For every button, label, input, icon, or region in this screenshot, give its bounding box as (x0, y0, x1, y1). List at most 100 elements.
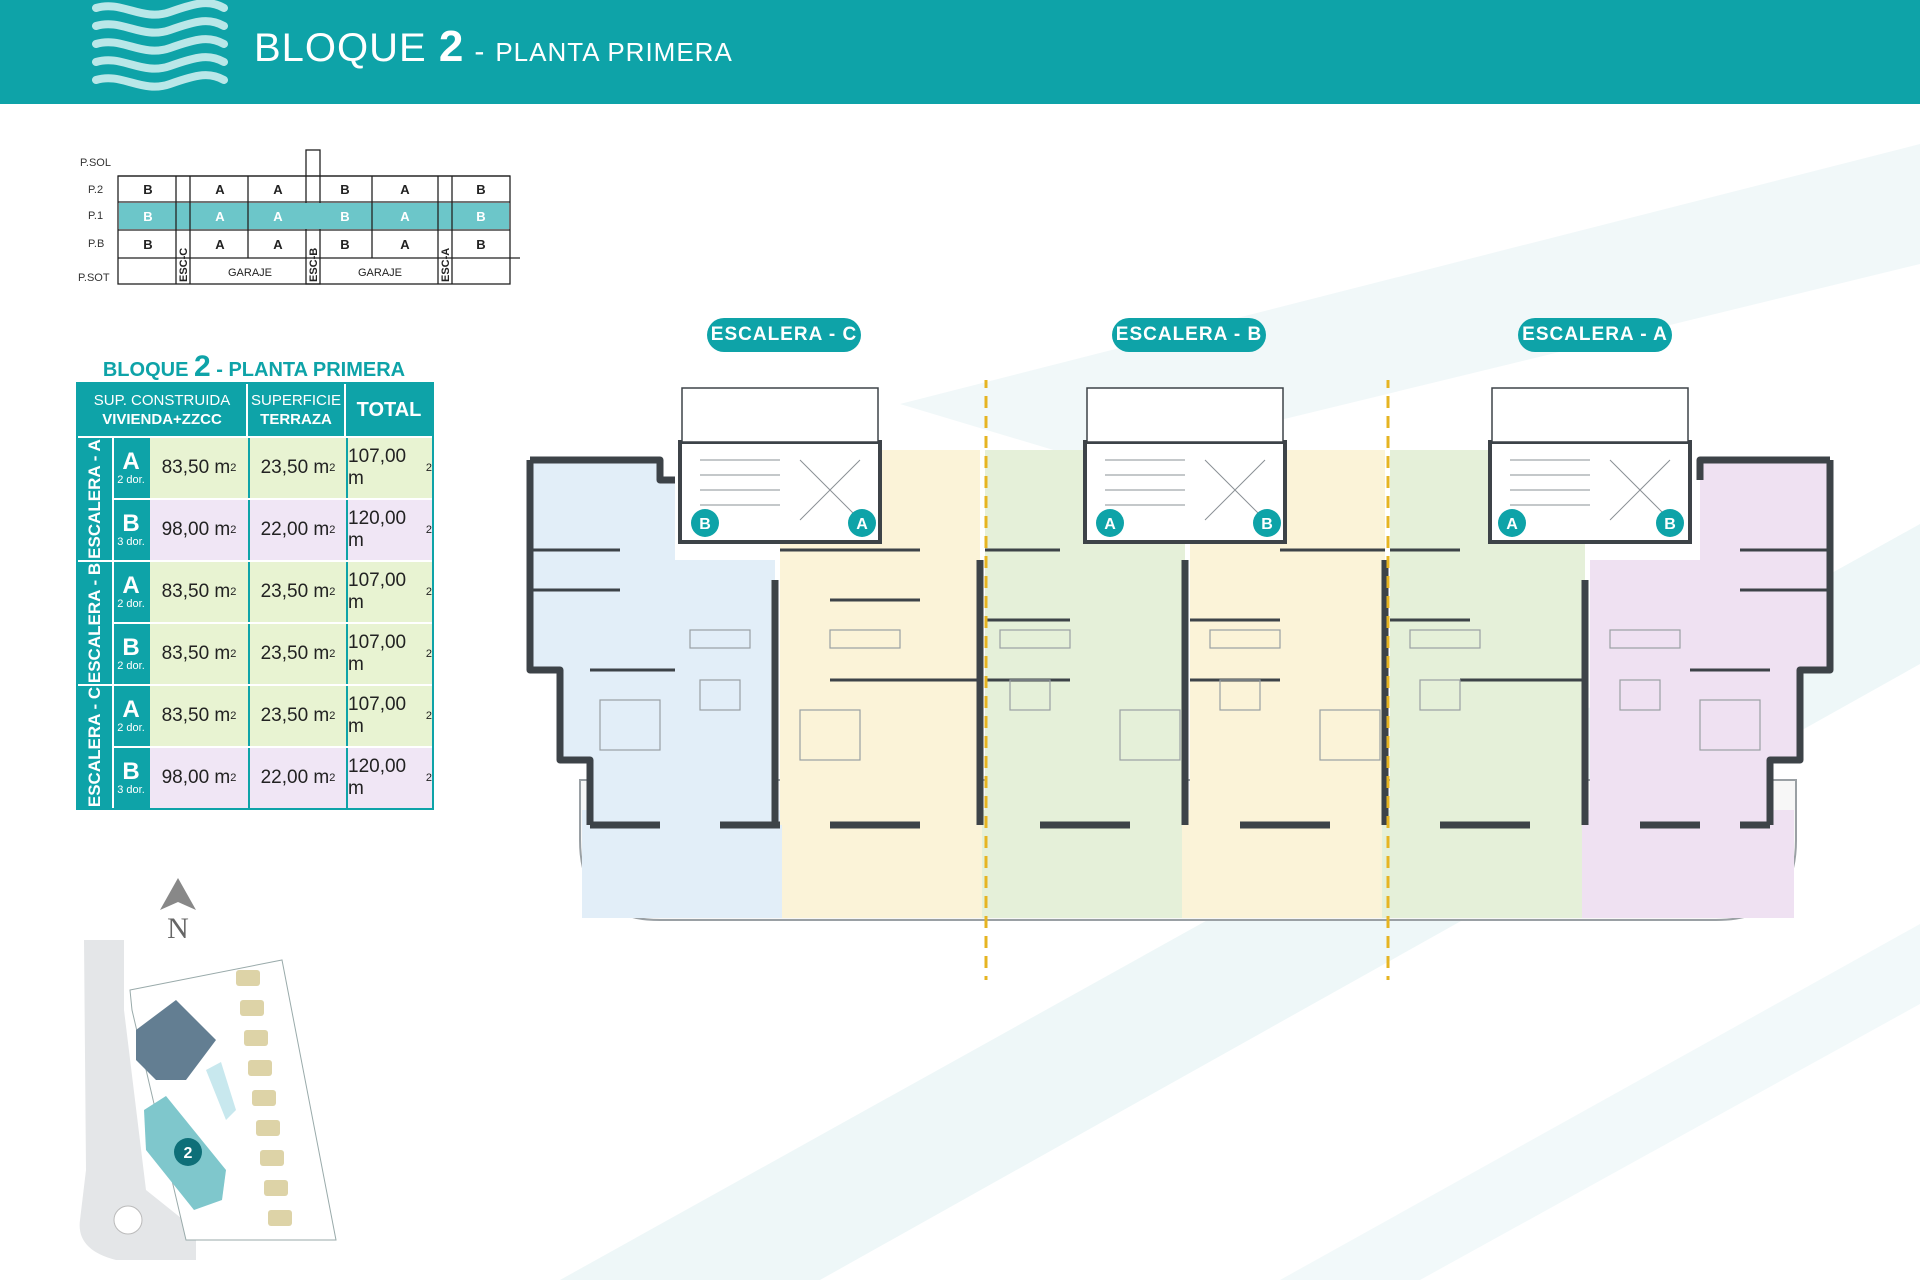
unit-superscript: 2 (425, 772, 432, 784)
header-terrace: SUPERFICIE TERRAZA (248, 384, 346, 436)
stair-label-b: ESC-B (308, 248, 320, 282)
pb-cell-6: B (476, 237, 485, 252)
unit-superscript: 2 (329, 524, 336, 536)
p1-cell-2: A (215, 209, 225, 224)
total-value: 107,00 m (348, 632, 407, 675)
total-cell: 107,00 m 2 (346, 438, 432, 498)
title-dash: - (474, 35, 486, 68)
areas-table-header: SUP. CONSTRUIDA VIVIENDA+ZZCC SUPERFICIE… (78, 384, 432, 436)
exterior-walls (526, 456, 1834, 829)
unit-superscript: 2 (230, 524, 237, 536)
total-cell: 120,00 m 2 (346, 500, 432, 560)
pb-cell-3: A (273, 237, 283, 252)
unit-marker-label-3: A (1104, 516, 1116, 533)
unit-superscript: 2 (230, 772, 237, 784)
site-block-marker (174, 1138, 202, 1166)
unit-marker-label-2: A (856, 516, 868, 533)
pb-cell-1: B (143, 237, 152, 252)
unit-c-b-living (675, 560, 775, 825)
unit-superscript: 2 (329, 462, 336, 474)
unit-type: A (122, 696, 140, 723)
unit-dorms: 2 dor. (117, 660, 145, 672)
stair-group-label-text: ESCALERA - A (85, 439, 105, 559)
site-block-number: 2 (184, 1145, 193, 1162)
total-value: 107,00 m (348, 694, 407, 737)
unit-type: A (122, 572, 140, 599)
unit-marker-label-1: B (699, 516, 711, 533)
p2-cell-5: A (400, 182, 410, 197)
unit-superscript: 2 (425, 462, 432, 474)
unit-dorms: 3 dor. (117, 536, 145, 548)
unit-type: A (122, 448, 140, 475)
unit-type: B (122, 510, 140, 537)
unit-marker-label-4: B (1261, 516, 1273, 533)
page-title: BLOQUE 2-PLANTA PRIMERA (254, 22, 733, 72)
p2-cell-1: B (143, 182, 152, 197)
header-built-line1: SUP. CONSTRUIDA (93, 392, 231, 409)
areas-title-suffix: - PLANTA PRIMERA (216, 359, 406, 381)
stair-pill-a: ESCALERA - A (1518, 318, 1672, 352)
areas-title-prefix: BLOQUE (102, 359, 189, 381)
stair-group-label-text: ESCALERA - B (85, 562, 105, 684)
p2-cell-6: B (476, 182, 485, 197)
p2-cell-2: A (215, 182, 225, 197)
terrace-value: 23,50 m (260, 457, 330, 478)
unit-marker-1 (691, 509, 719, 537)
unit-superscript: 2 (230, 710, 237, 722)
terrace-value: 23,50 m (260, 581, 330, 602)
level-label-p1: P.1 (88, 210, 103, 222)
unit-superscript: 2 (425, 524, 432, 536)
unit-marker-4 (1253, 509, 1281, 537)
built-area-value: 83,50 m (161, 643, 231, 664)
pb-cell-4: B (340, 237, 349, 252)
header-terrace-line1: SUPERFICIE (250, 392, 341, 409)
interior-walls (530, 548, 1830, 682)
unit-superscript: 2 (329, 772, 336, 784)
unit-superscript: 2 (329, 710, 336, 722)
p1-cell-5: A (400, 209, 410, 224)
unit-superscript: 2 (329, 586, 336, 598)
areas-title-number: 2 (193, 350, 211, 383)
stair-pill-b: ESCALERA - B (1112, 318, 1266, 352)
title-subtitle: PLANTA PRIMERA (495, 37, 733, 67)
p2-cell-3: A (273, 182, 283, 197)
built-area-value: 83,50 m (161, 705, 231, 726)
p1-cell-4: B (340, 209, 349, 224)
stair-group-label-text: ESCALERA - C (85, 686, 105, 808)
header-total: TOTAL (356, 398, 422, 421)
built-area-value: 83,50 m (161, 581, 231, 602)
unit-dorms: 2 dor. (117, 598, 145, 610)
title-number: 2 (438, 22, 465, 71)
unit-superscript: 2 (425, 648, 432, 660)
unit-marker-3 (1096, 509, 1124, 537)
unit-superscript: 2 (329, 648, 336, 660)
unit-dorms: 2 dor. (117, 722, 145, 734)
unit-dorms: 2 dor. (117, 474, 145, 486)
total-value: 120,00 m (348, 508, 407, 551)
p1-cell-3: A (273, 209, 283, 224)
garage-label-1: GARAJE (228, 267, 272, 279)
stair-pill-c: ESCALERA - C (707, 318, 861, 352)
total-value: 120,00 m (348, 756, 407, 799)
unit-type: B (122, 634, 140, 661)
header-bar: BLOQUE 2-PLANTA PRIMERA (0, 0, 1920, 104)
stair-group-label: ESCALERA - B (78, 562, 112, 684)
stair-group-label: ESCALERA - A (78, 438, 112, 560)
unit-marker-label-5: A (1506, 516, 1518, 533)
compass-label: N (167, 912, 189, 945)
total-value: 107,00 m (348, 446, 407, 489)
